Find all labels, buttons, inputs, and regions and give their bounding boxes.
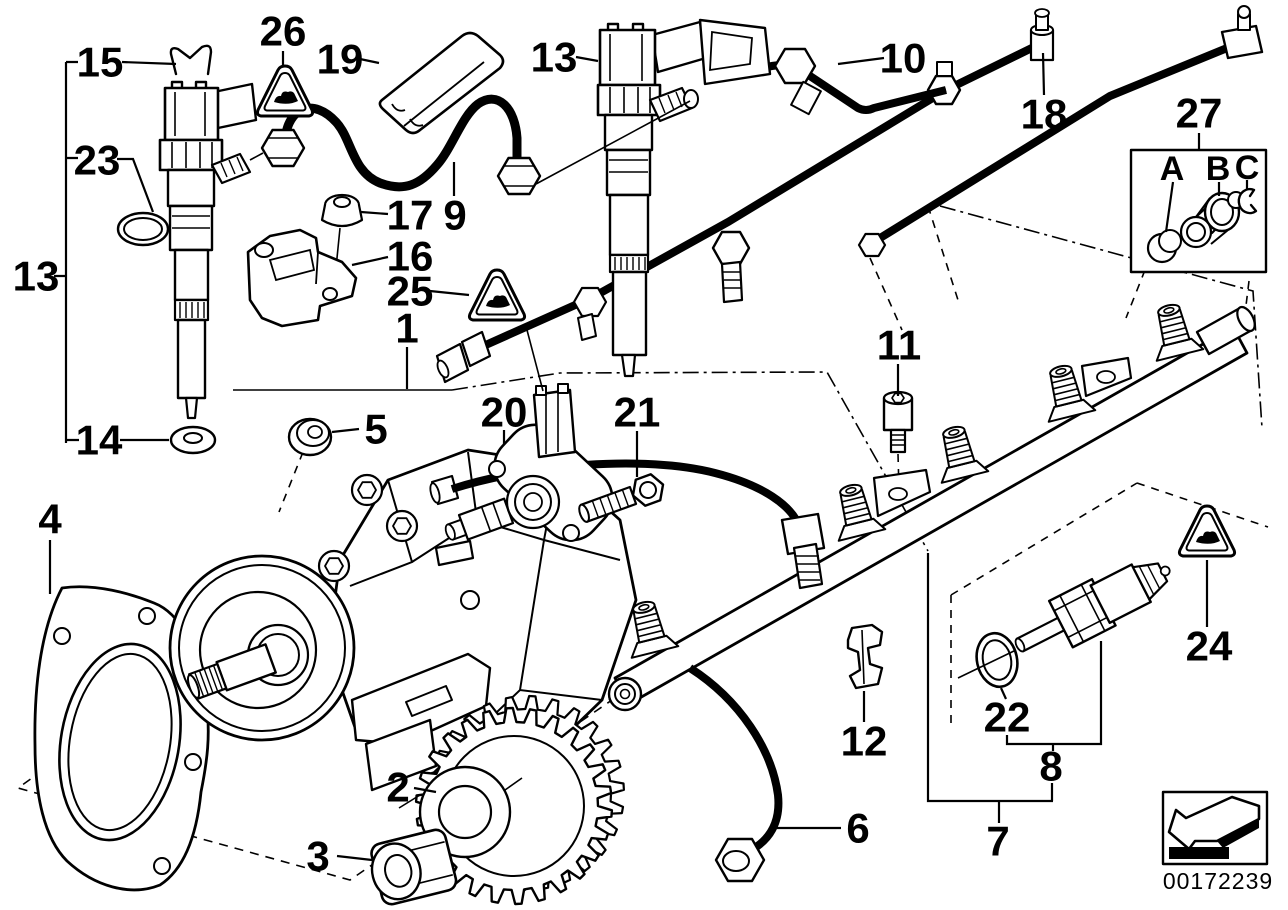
callout-1: 1 bbox=[395, 305, 418, 352]
callout-2: 2 bbox=[386, 764, 409, 811]
warning-triangle-icon bbox=[255, 64, 315, 118]
image-number: 00172239 bbox=[1163, 868, 1273, 894]
injector-center bbox=[596, 18, 772, 378]
callout-13-left: 13 bbox=[13, 253, 60, 300]
callout-24: 24 bbox=[1186, 623, 1233, 670]
callout-B: B bbox=[1206, 150, 1231, 188]
injector-left bbox=[158, 44, 258, 420]
injector-clamp-edge bbox=[861, 629, 865, 685]
callout-5: 5 bbox=[364, 406, 387, 453]
callout-8: 8 bbox=[1039, 743, 1062, 790]
callout-10: 10 bbox=[880, 35, 927, 82]
callout-22: 22 bbox=[984, 694, 1031, 741]
support-bracket-16 bbox=[246, 228, 358, 328]
callout-6: 6 bbox=[846, 805, 869, 852]
callout-12: 12 bbox=[841, 718, 888, 765]
callout-19: 19 bbox=[317, 36, 364, 83]
return-pipe bbox=[687, 664, 783, 883]
fuel-rail bbox=[607, 298, 1256, 712]
supply-pipe-10 bbox=[435, 8, 1055, 384]
snap-ring-part-c bbox=[1237, 187, 1258, 215]
pump-gasket bbox=[33, 585, 210, 892]
callout-27: 27 bbox=[1176, 90, 1223, 137]
flange-nut-17 bbox=[320, 193, 364, 289]
image-stamp bbox=[1161, 790, 1269, 866]
label-plate-edge bbox=[391, 61, 485, 127]
callout-17: 17 bbox=[387, 192, 434, 239]
fitting-part-b bbox=[1179, 191, 1245, 249]
pump-shaft-nut bbox=[370, 828, 458, 906]
rail-bolt bbox=[882, 390, 914, 454]
arrow-shadow bbox=[1217, 819, 1259, 848]
callout-26: 26 bbox=[260, 8, 307, 55]
direction-arrow-icon bbox=[1167, 795, 1261, 851]
callout-9: 9 bbox=[443, 192, 466, 239]
regulator-screw bbox=[578, 473, 665, 523]
injector-pipe-9 bbox=[260, 94, 542, 196]
injector-washer bbox=[169, 425, 217, 455]
callout-11: 11 bbox=[877, 322, 921, 369]
upper-pipe-18 bbox=[857, 5, 1264, 258]
callout-15: 15 bbox=[77, 39, 124, 86]
detail-box-27 bbox=[1129, 148, 1268, 274]
callout-23: 23 bbox=[74, 137, 121, 184]
arrow-base-bar bbox=[1169, 847, 1229, 859]
callout-20: 20 bbox=[481, 389, 528, 436]
retaining-clip bbox=[169, 44, 213, 76]
callout-16: 16 bbox=[387, 233, 434, 280]
callout-14: 14 bbox=[76, 417, 123, 464]
callout-18: 18 bbox=[1021, 91, 1068, 138]
warning-triangle-icon bbox=[467, 268, 527, 322]
leader-lines bbox=[48, 51, 1249, 862]
callout-3: 3 bbox=[306, 833, 329, 880]
pressure-sensor bbox=[957, 562, 1171, 679]
callout-25: 25 bbox=[387, 268, 434, 315]
o-ring-23 bbox=[116, 211, 170, 247]
callout-21: 21 bbox=[614, 389, 661, 436]
chain-sprocket bbox=[398, 694, 625, 906]
callout-A: A bbox=[1160, 150, 1185, 188]
callout-13-center: 13 bbox=[531, 34, 578, 81]
injector-clamp bbox=[846, 623, 884, 690]
callout-4: 4 bbox=[38, 496, 62, 543]
callout-labels: 15 26 19 13 10 18 27 A B C 23 17 9 16 25… bbox=[13, 8, 1273, 895]
callout-7: 7 bbox=[986, 818, 1009, 865]
label-plate bbox=[378, 31, 505, 135]
grommet-5 bbox=[287, 417, 333, 457]
callout-C: C bbox=[1235, 149, 1260, 187]
